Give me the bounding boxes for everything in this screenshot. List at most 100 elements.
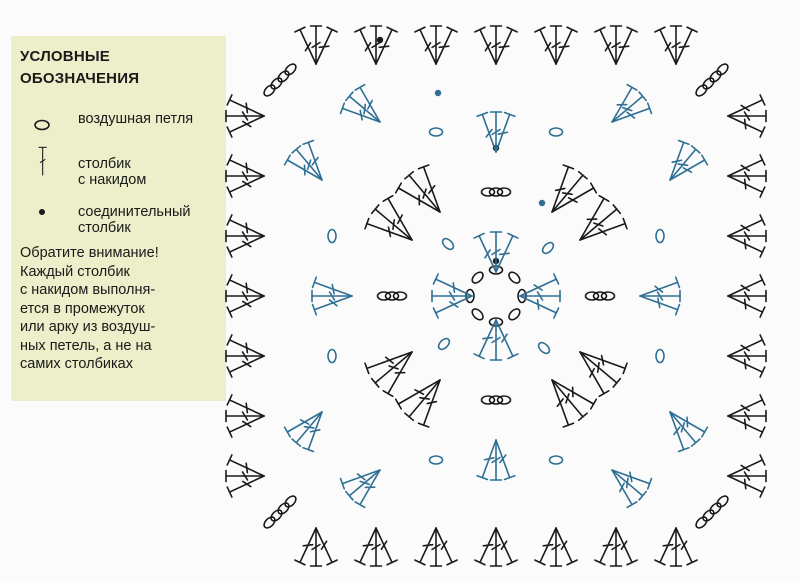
double-crochet-stitch <box>519 295 560 319</box>
chain-stitch <box>695 84 708 97</box>
double-crochet-stitch <box>549 25 563 65</box>
double-crochet-stitch <box>226 394 265 417</box>
double-crochet-stitch <box>534 527 557 566</box>
double-crochet-stitch <box>309 527 323 567</box>
double-crochet-stitch <box>675 527 698 566</box>
legend-slip-stitch-label: соединительный столбик <box>78 204 191 236</box>
double-crochet-stitch <box>727 115 766 138</box>
double-crochet-stitch <box>339 102 381 123</box>
double-crochet-stitch <box>579 351 622 388</box>
double-crochet-stitch <box>226 454 265 477</box>
legend-item-slip-stitch: соединительный столбик <box>20 202 218 242</box>
chain-stitch <box>655 348 665 364</box>
double-crochet-stitch <box>382 194 413 241</box>
double-crochet-stitch <box>476 439 497 481</box>
double-crochet-stitch <box>309 25 323 65</box>
double-crochet-stitch <box>611 83 638 123</box>
double-crochet-stitch <box>669 411 690 453</box>
double-crochet-stitch <box>225 109 265 123</box>
chain-stitch-oval-icon <box>34 119 50 131</box>
legend-item-chain: воздушная петля <box>20 108 218 138</box>
chain-stitch <box>496 187 512 197</box>
legend-chain-label: воздушная петля <box>78 111 194 127</box>
double-crochet-stitch <box>354 83 381 123</box>
chain-stitch <box>376 291 392 301</box>
double-crochet-stitch <box>476 111 497 153</box>
double-crochet-stitch <box>611 469 638 509</box>
double-crochet-stitch <box>519 273 560 297</box>
double-crochet-stitch <box>555 26 578 65</box>
double-crochet-stitch <box>429 25 443 65</box>
double-crochet-stitch <box>495 111 516 153</box>
double-crochet-stitch <box>594 26 617 65</box>
double-crochet-stitch <box>226 175 265 198</box>
chain-stitch <box>392 291 408 301</box>
double-crochet-stitch <box>669 139 690 181</box>
double-crochet-stitch <box>579 351 628 375</box>
double-crochet-stitch <box>226 295 265 318</box>
double-crochet-stitch <box>414 527 437 566</box>
double-crochet-stitch <box>669 411 709 438</box>
double-crochet-stitch <box>727 469 767 483</box>
double-crochet-stitch <box>225 349 265 363</box>
double-crochet-stitch <box>551 164 575 213</box>
chain-stitch <box>270 77 283 90</box>
double-crochet-stitch <box>727 235 766 258</box>
chain-stitch <box>284 63 297 76</box>
double-crochet-stitch <box>354 26 377 65</box>
chain-stitch <box>709 70 722 83</box>
double-crochet-stitch <box>404 170 441 213</box>
double-crochet-stitch <box>226 415 265 438</box>
double-crochet-stitch <box>489 439 503 481</box>
chain-stitch <box>270 509 283 522</box>
double-crochet-stitch <box>551 379 575 428</box>
chain-stitch <box>584 291 600 301</box>
double-crochet-stitch <box>404 379 441 422</box>
double-crochet-stitch <box>394 182 441 213</box>
double-crochet-stitch <box>302 139 323 181</box>
double-crochet-stitch <box>375 26 398 65</box>
double-crochet-stitch <box>594 527 617 566</box>
chain-stitch <box>488 187 504 197</box>
chain-stitch <box>480 395 496 405</box>
chain-stitch <box>327 228 337 244</box>
double-crochet-stitch <box>225 289 265 303</box>
double-crochet-stitch <box>432 273 473 297</box>
double-crochet-stitch <box>551 182 598 213</box>
double-crochet-stitch <box>727 214 766 237</box>
double-crochet-stitch <box>474 527 497 566</box>
double-crochet-stitch <box>315 527 338 566</box>
double-crochet-stitch <box>555 527 578 566</box>
double-crochet-stitch <box>226 235 265 258</box>
double-crochet-stitch <box>302 411 323 453</box>
double-crochet-stitch <box>495 439 516 481</box>
double-crochet-stitch <box>474 26 497 65</box>
double-crochet-stitch <box>226 154 265 177</box>
double-crochet-stitch <box>615 26 638 65</box>
double-crochet-stitch <box>226 274 265 297</box>
double-crochet-stitch <box>489 527 503 567</box>
double-crochet-stitch <box>369 527 383 567</box>
double-crochet-stitch <box>473 319 497 360</box>
double-crochet-stitch <box>311 289 353 303</box>
chain-stitch <box>428 455 444 465</box>
double-crochet-stitch <box>727 169 767 183</box>
chain-stitch <box>437 337 451 351</box>
chain-stitch <box>488 395 504 405</box>
double-crochet-stitch <box>639 289 681 303</box>
double-crochet-stitch <box>417 379 441 428</box>
double-crochet-stitch <box>432 295 473 319</box>
double-crochet-stitch <box>226 475 265 498</box>
double-crochet-stitch <box>375 527 398 566</box>
double-crochet-stitch <box>615 527 638 566</box>
double-crochet-stitch <box>294 26 317 65</box>
double-crochet-stitch <box>345 91 381 123</box>
slip-stitch <box>376 36 384 44</box>
chain-stitch <box>428 127 444 137</box>
chain-stitch <box>277 502 290 515</box>
double-crochet-stitch <box>495 319 519 360</box>
double-crochet-stitch <box>354 527 377 566</box>
double-crochet-stitch <box>489 319 503 361</box>
double-crochet-stitch <box>394 379 441 410</box>
double-crochet-stitch <box>495 26 518 65</box>
